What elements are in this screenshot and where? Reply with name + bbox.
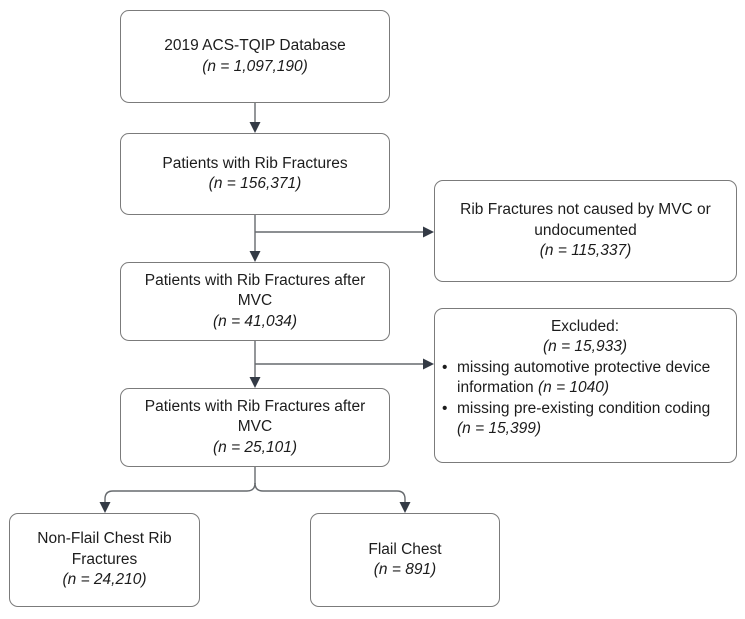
node-label: 2019 ACS-TQIP Database [164,37,346,55]
arrowhead-down-mvcall [249,251,261,262]
node-after-mvc-all: Patients with Rib Fractures after MVC (n… [120,262,390,341]
bullet-icon: • [442,399,448,417]
excluded-count: (n = 15,933) [542,338,628,356]
node-label: Non-Flail Chest Rib Fractures [37,530,172,568]
node-count: (n = 24,210) [62,571,147,589]
node-excluded: Excluded: (n = 15,933) • missing automot… [434,308,737,463]
arrowhead-right-excluded [423,358,434,370]
excluded-heading: Excluded: [550,318,620,335]
node-count: (n = 41,034) [212,312,298,330]
excluded-bullet: • missing pre-existing condition coding … [442,399,728,440]
arrowhead-right-notmvc [423,226,434,238]
bullet-text: missing pre-existing condition coding (n… [457,399,711,438]
node-after-mvc-final: Patients with Rib Fractures after MVC (n… [120,388,390,467]
excluded-bullet: • missing automotive protective device i… [442,358,728,399]
node-rib-fractures: Patients with Rib Fractures (n = 156,371… [120,133,390,215]
split-left-elbow [104,482,256,504]
arrowhead-down-nonflail [99,502,111,513]
split-right-elbow [254,482,406,504]
node-count: (n = 25,101) [212,438,298,456]
arrowhead-down-flail [399,502,411,513]
node-not-mvc: Rib Fractures not caused by MVC or undoc… [434,180,737,282]
node-count: (n = 1,097,190) [202,57,308,75]
node-label: Flail Chest [368,540,442,558]
arrowhead-down-ribfx [249,122,261,133]
excluded-bullet-list: • missing automotive protective device i… [442,358,728,440]
node-non-flail-chest: Non-Flail Chest Rib Fractures (n = 24,21… [9,513,200,607]
bullet-icon: • [442,358,448,376]
node-count: (n = 891) [373,561,437,578]
node-label: Patients with Rib Fractures [162,154,348,172]
bullet-text: missing automotive protective device inf… [457,358,711,397]
node-label: Patients with Rib Fractures after MVC [144,271,366,310]
node-database: 2019 ACS-TQIP Database (n = 1,097,190) [120,10,390,103]
arrowhead-down-mvcfinal [249,377,261,388]
node-flail-chest: Flail Chest (n = 891) [310,513,500,607]
node-count: (n = 156,371) [208,175,302,192]
node-count: (n = 115,337) [539,242,632,260]
node-label: Rib Fractures not caused by MVC or undoc… [460,201,711,239]
node-label: Patients with Rib Fractures after MVC [144,397,366,436]
